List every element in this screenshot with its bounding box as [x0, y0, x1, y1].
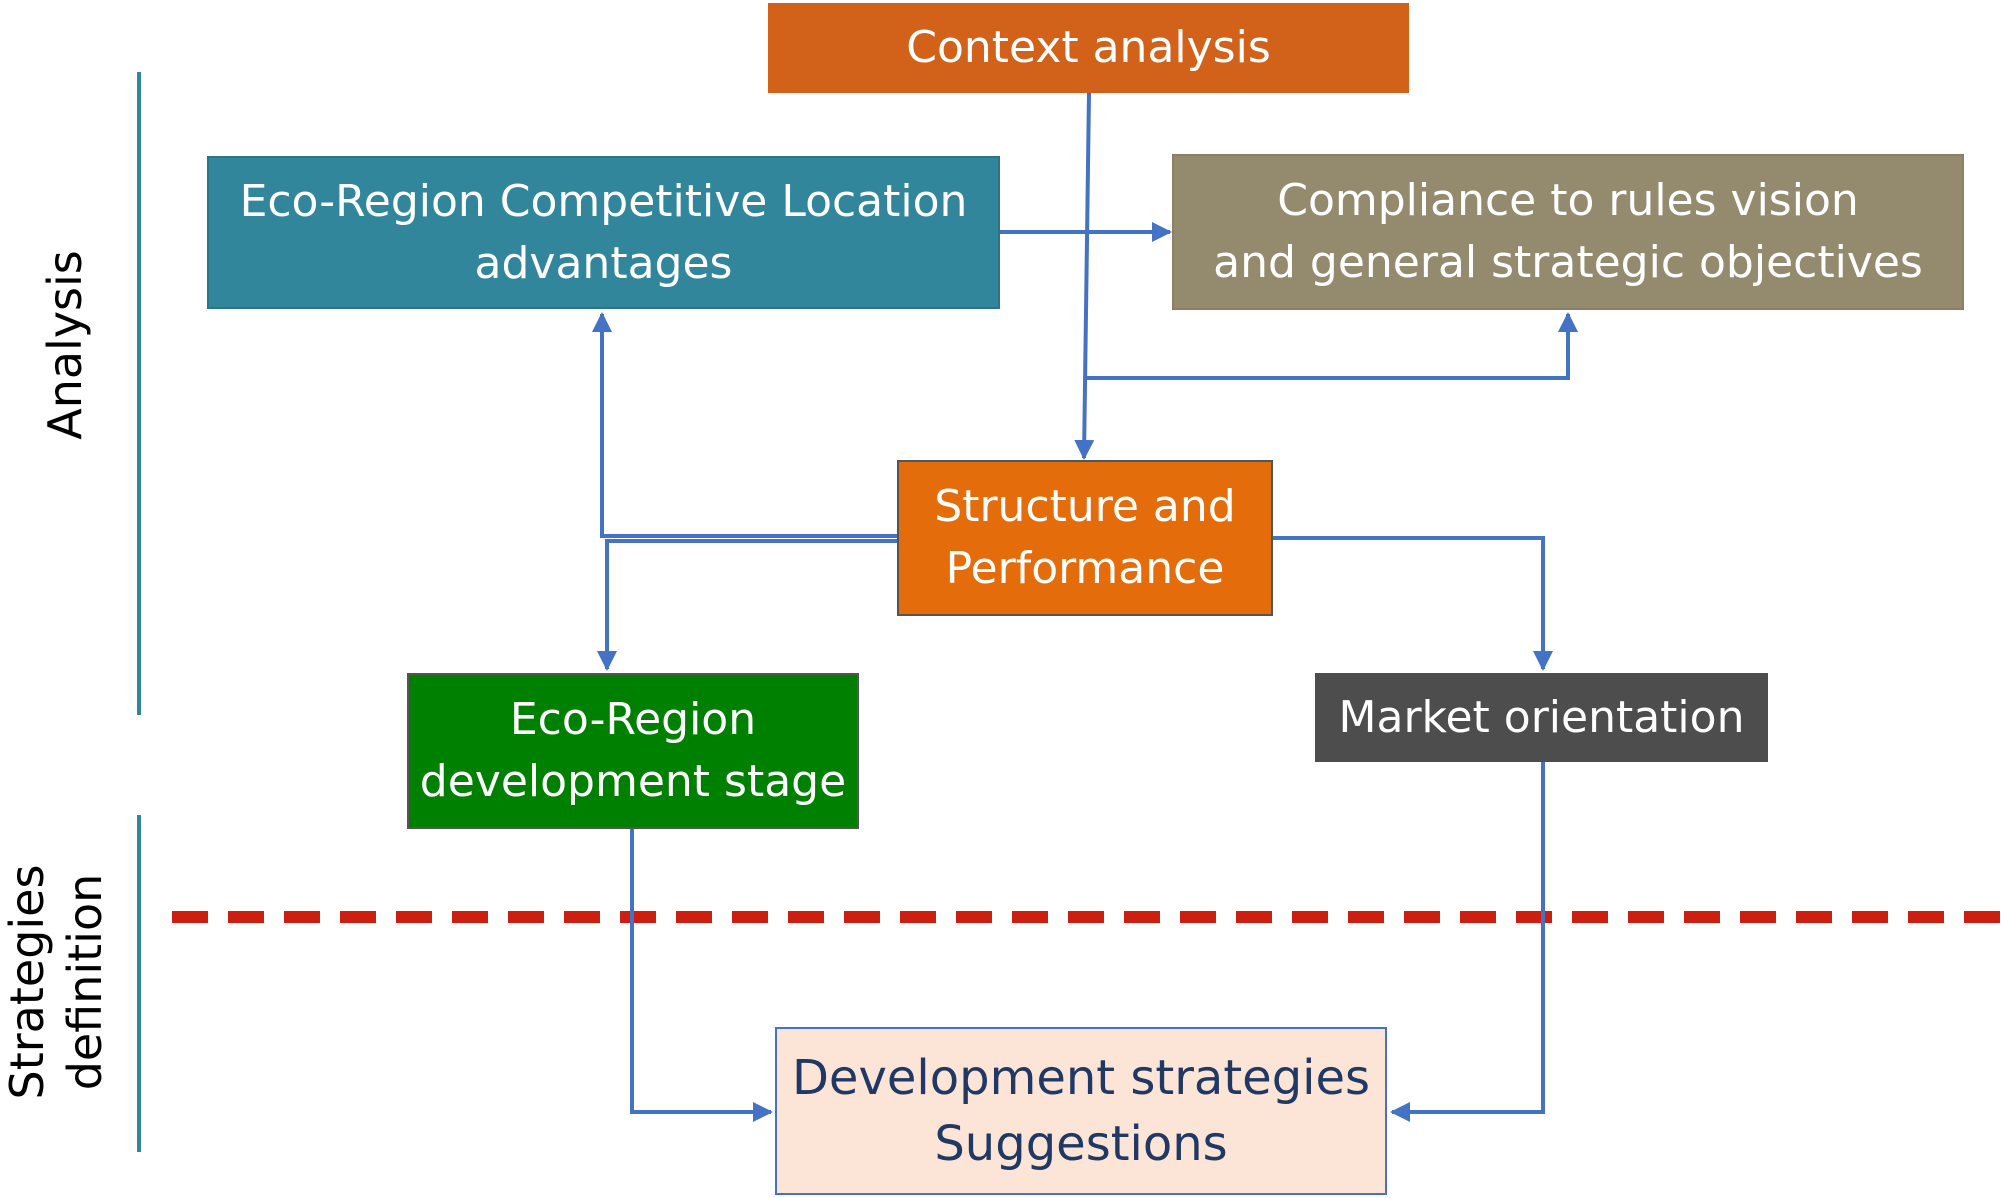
- arrow-context-to-compliance: [1086, 312, 1578, 380]
- development-strategies-line1: Development strategies: [791, 1050, 1371, 1106]
- development-strategies-box: Development strategies Suggestions: [775, 1027, 1387, 1195]
- context-analysis-label: Context analysis: [906, 22, 1271, 73]
- compliance-line1: Compliance to rules vision: [1277, 175, 1859, 226]
- eco-region-advantages-line2: advantages: [474, 237, 733, 289]
- compliance-line2: and general strategic objectives: [1213, 237, 1923, 288]
- development-strategies-line2: Suggestions: [934, 1116, 1228, 1172]
- arrow-structure-to-market: [1273, 536, 1553, 671]
- development-stage-line1: Eco-Region: [509, 694, 757, 745]
- analysis-phase-label: Analysis: [36, 195, 94, 495]
- context-analysis-box: Context analysis: [768, 3, 1409, 93]
- arrow-context-to-structure: [1074, 92, 1095, 460]
- eco-region-advantages-line1: Eco-Region Competitive Location: [239, 175, 968, 227]
- arrow-development-stage-to-strategies: [630, 829, 773, 1122]
- development-stage-box: Eco-Region development stage: [407, 673, 859, 829]
- arrow-structure-to-eco-region: [592, 312, 897, 538]
- strategies-phase-label-line1: Strategies: [0, 864, 54, 1100]
- strategies-phase-label-line2: definition: [58, 873, 112, 1091]
- eco-region-advantages-box: Eco-Region Competitive Location advantag…: [207, 156, 1000, 309]
- strategies-phase-label: Strategies definition: [0, 862, 114, 1102]
- structure-performance-line2: Performance: [945, 543, 1225, 594]
- arrow-market-to-strategies: [1390, 762, 1545, 1122]
- analysis-phase-label-text: Analysis: [38, 250, 92, 440]
- arrow-structure-to-development-stage: [597, 539, 897, 671]
- market-orientation-box: Market orientation: [1315, 673, 1768, 762]
- development-stage-line2: development stage: [419, 756, 847, 807]
- structure-performance-box: Structure and Performance: [897, 460, 1273, 616]
- compliance-box: Compliance to rules vision and general s…: [1172, 154, 1964, 310]
- structure-performance-line1: Structure and: [934, 481, 1236, 532]
- market-orientation-label: Market orientation: [1338, 691, 1745, 743]
